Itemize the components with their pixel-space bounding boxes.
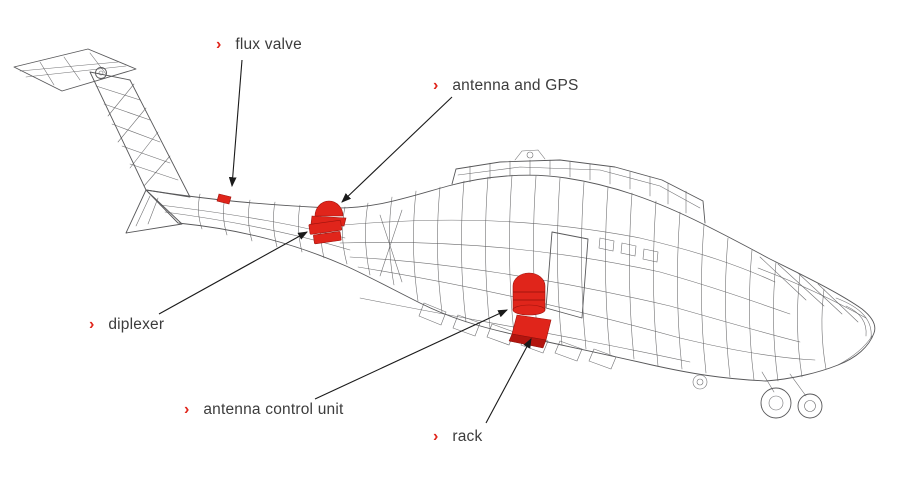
tail-pylon <box>89 71 191 198</box>
callout-rack: › rack <box>433 428 482 446</box>
fuselage-outline <box>145 174 876 382</box>
callout-label-diplexer: diplexer <box>108 316 165 333</box>
chevron-icon: › <box>89 316 95 333</box>
arrow-antenna-and-gps <box>341 96 453 203</box>
antenna-control-unit-part <box>512 272 546 316</box>
callout-antenna-and-gps: › antenna and GPS <box>433 77 579 95</box>
callout-label-flux-valve: flux valve <box>235 36 302 53</box>
callout-arrows <box>158 59 532 424</box>
frame-ribs <box>198 174 827 382</box>
chevron-icon: › <box>433 428 439 445</box>
flux-valve-part <box>216 193 232 205</box>
callout-label-rack: rack <box>452 428 483 445</box>
stringers <box>159 204 816 361</box>
horizontal-stabilizer <box>13 48 137 92</box>
cockpit-nose <box>757 256 873 366</box>
arrow-flux-valve <box>228 59 243 188</box>
diplexer-part <box>308 219 343 245</box>
arrow-antenna-control-unit <box>314 309 508 400</box>
callout-flux-valve: › flux valve <box>216 36 302 54</box>
arrow-diplexer <box>158 231 308 315</box>
tail-fin <box>125 189 183 234</box>
callout-antenna-control-unit: › antenna control unit <box>184 401 343 419</box>
engine-deck <box>451 149 706 224</box>
arrow-rack <box>485 338 532 424</box>
callout-label-antenna-control-unit: antenna control unit <box>203 401 344 418</box>
chevron-icon: › <box>184 401 190 418</box>
chevron-icon: › <box>216 36 222 53</box>
chevron-icon: › <box>433 77 439 94</box>
callout-diplexer: › diplexer <box>89 316 164 334</box>
rack-part <box>508 314 552 349</box>
landing-gear <box>692 371 823 419</box>
callout-label-antenna-and-gps: antenna and GPS <box>452 77 579 94</box>
